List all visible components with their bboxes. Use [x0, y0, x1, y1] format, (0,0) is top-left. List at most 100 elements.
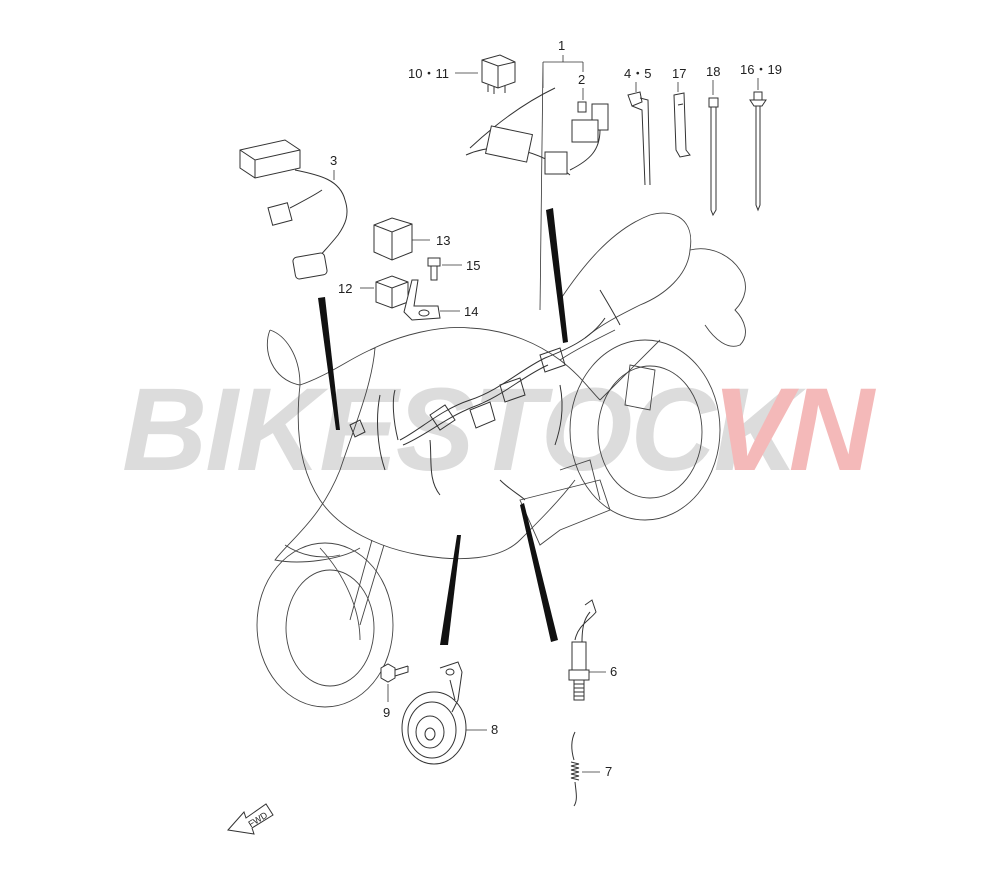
clamp-head [627, 91, 643, 107]
bolt-15-shank [430, 265, 438, 281]
harness-front-branch [377, 389, 399, 471]
callout-8: 8 [491, 722, 498, 737]
harness-lower-branch [554, 384, 563, 446]
callout-18: 18 [706, 64, 720, 79]
part-10-11-relay: 10・11 [408, 54, 516, 94]
horn-8-ring [407, 701, 457, 759]
rear-wheel [569, 339, 721, 521]
bracket-14-icon [403, 279, 441, 321]
spring-7-coil [570, 761, 580, 781]
rear-frame [559, 329, 661, 401]
part-6-sensor: 6 [568, 599, 617, 701]
fwd-arrow-icon [227, 803, 274, 835]
part-16-19-cable-tie: 16・19 [740, 62, 782, 212]
cable-connector-large [292, 252, 328, 280]
callout-13: 13 [436, 233, 450, 248]
fuel-tank [369, 327, 601, 401]
sensor-6-thread-lines [574, 683, 584, 697]
front-rim [285, 569, 375, 687]
control-unit-box [239, 139, 301, 179]
watermark-text-bikestock: BIKESTOCK [122, 364, 807, 496]
front-fork [349, 539, 385, 626]
spring-7-hook-top [571, 731, 576, 761]
rear-rim [597, 365, 703, 499]
pointer-6 [520, 503, 558, 642]
harness-trunk-2 [402, 364, 549, 446]
part-14-bracket: 14 [403, 279, 478, 321]
relay-13-edges [373, 223, 413, 260]
callout-15: 15 [466, 258, 480, 273]
part-13-relay: 13 [373, 217, 450, 261]
rear-connector [539, 347, 566, 373]
center-connector-b [469, 401, 496, 429]
cable-tie-16-head [753, 91, 763, 101]
fuse-box-wire [569, 129, 601, 171]
relay-12-edges [375, 281, 409, 308]
harness-top-branch [469, 87, 556, 149]
center-connector-a [429, 404, 456, 431]
swingarm [519, 479, 611, 546]
part-2-fuse: 2 [569, 72, 609, 171]
harness-connector-block [484, 125, 534, 163]
callout-2: 2 [578, 72, 585, 87]
clamp-band-detail [677, 103, 684, 106]
cable-connector-small [267, 202, 293, 226]
part-12-relay: 12 [338, 275, 409, 309]
front-fender [284, 544, 361, 641]
watermark-text-vn: VN [712, 364, 877, 496]
harness-coupler [544, 151, 568, 175]
callout-7: 7 [605, 764, 612, 779]
harness-tail-branch [599, 289, 621, 326]
sensor-6-hex [568, 669, 590, 681]
callout-3: 3 [330, 153, 337, 168]
part-17-clamp: 17 [672, 66, 691, 158]
callout-9: 9 [383, 705, 390, 720]
fuse-icon [577, 101, 587, 113]
horn-8-bracket [439, 661, 463, 713]
sensor-6-lead [574, 599, 597, 643]
center-connector-c [499, 377, 526, 403]
part-18-cable-tie: 18 [706, 64, 720, 217]
windscreen [266, 329, 301, 386]
footrest-bracket [559, 459, 601, 501]
pointer-wedges [318, 208, 568, 645]
callout-4-5: 4・5 [624, 66, 651, 81]
part-4-5-clamp: 4・5 [624, 66, 651, 186]
relay-13-icon [373, 217, 413, 261]
cable-tie-strap [710, 107, 717, 217]
bolt-15-head [427, 257, 441, 267]
callout-1: 1 [558, 38, 565, 53]
harness-trunk [399, 317, 606, 441]
clamp-strap [631, 97, 651, 186]
bolt-9-head [380, 663, 396, 683]
callout-1-group: 1 [539, 38, 584, 311]
part-9-bolt: 9 [380, 663, 409, 720]
sensor-6-thread [573, 679, 585, 701]
fairing-side [297, 384, 576, 560]
cable-tie-head [708, 97, 719, 108]
watermark: BIKESTOCK VN [122, 364, 879, 496]
cable-branch [289, 189, 323, 209]
bolt-9-shank [394, 665, 409, 677]
pointer-8 [440, 535, 461, 645]
callout-16-19: 16・19 [740, 62, 782, 77]
pointer-3 [318, 297, 340, 430]
harness-down-branch [429, 439, 441, 496]
fuse-box-body [571, 119, 599, 143]
harness-side-branch [499, 479, 526, 501]
callout-6: 6 [610, 664, 617, 679]
cable-tie-clip [749, 99, 767, 107]
callout-17: 17 [672, 66, 686, 81]
seat [559, 212, 692, 339]
part-15-bolt: 15 [427, 257, 480, 281]
control-unit-edges [239, 149, 301, 178]
callout-10-11: 10・11 [408, 66, 449, 81]
callout-1-leader [539, 55, 584, 311]
callout-12: 12 [338, 281, 352, 296]
relay-edges [481, 59, 516, 88]
part-3-control-unit: 3 [239, 139, 348, 280]
horn-8-center [424, 727, 436, 741]
part-8-horn: 8 [401, 661, 498, 765]
relay-pins [487, 85, 506, 94]
